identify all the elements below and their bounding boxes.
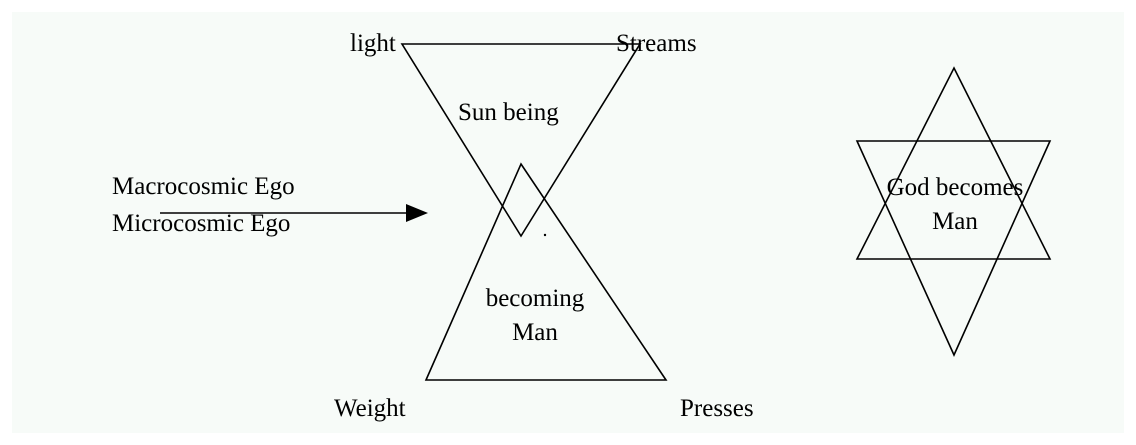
center-dot (543, 233, 547, 237)
star-downward-triangle (855, 140, 1052, 357)
label-star-man: Man (932, 208, 978, 235)
ego-arrow-head (406, 204, 428, 222)
inverted-triangle (400, 43, 642, 238)
diagram-background (12, 12, 1124, 433)
label-sun-being: Sun being (458, 99, 559, 126)
upward-triangle (424, 162, 668, 381)
star-upward-triangle (855, 66, 1052, 260)
label-macrocosmic-ego: Macrocosmic Ego (112, 173, 295, 200)
label-weight: Weight (334, 395, 406, 422)
label-streams: Streams (616, 30, 697, 57)
label-man: Man (512, 319, 558, 346)
label-microcosmic-ego: Microcosmic Ego (112, 210, 291, 237)
label-becoming: becoming (485, 285, 585, 312)
label-light: light (350, 30, 396, 57)
label-god-becomes: God becomes (886, 174, 1024, 201)
label-presses: Presses (680, 395, 754, 422)
